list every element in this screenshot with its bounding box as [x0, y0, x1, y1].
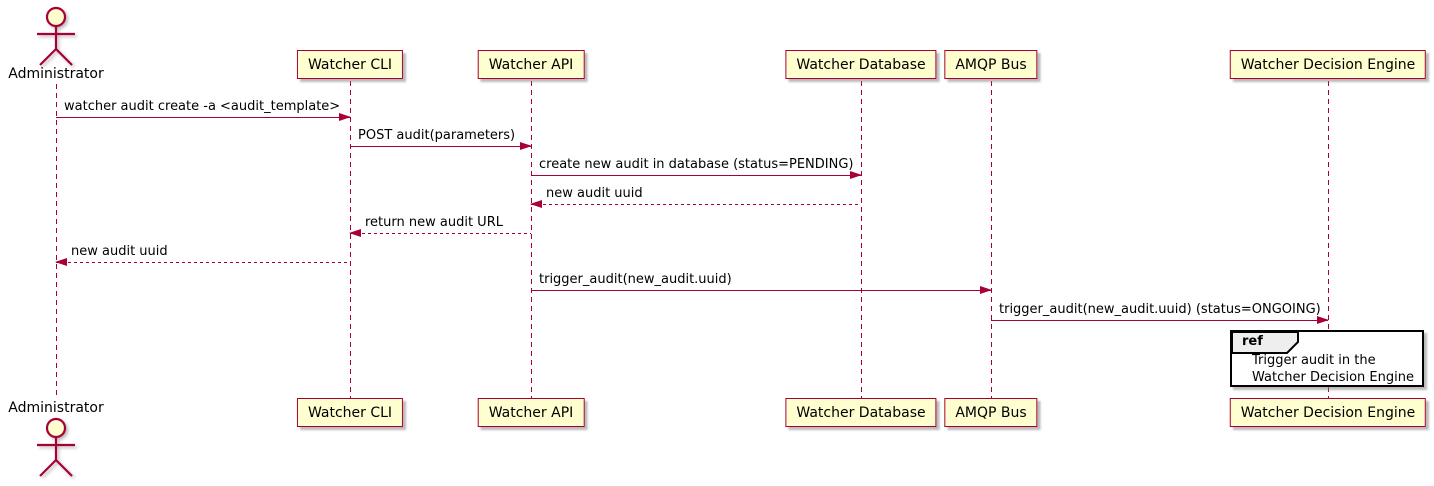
ref-text-line: Trigger audit in the: [1252, 353, 1376, 368]
message-line: [350, 146, 531, 147]
arrowhead-icon: [1317, 316, 1329, 324]
message-post-audit: POST audit(parameters): [350, 128, 532, 150]
lifeline-watcher-cli: [350, 81, 351, 398]
message-label: watcher audit create -a <audit_template>: [64, 99, 341, 114]
arrowhead-icon: [55, 258, 67, 266]
message-line: [56, 262, 350, 263]
ref-text: Trigger audit in the Watcher Decision En…: [1252, 352, 1416, 386]
message-label: trigger_audit(new_audit.uuid): [539, 272, 732, 287]
message-create-audit-db: create new audit in database (status=PEN…: [531, 157, 862, 179]
message-label: create new audit in database (status=PEN…: [539, 157, 854, 172]
message-audit-create: watcher audit create -a <audit_template>: [56, 99, 351, 121]
message-line: [531, 204, 861, 205]
message-label: new audit uuid: [71, 244, 168, 259]
lifeline-watcher-database: [861, 81, 862, 398]
arrowhead-icon: [980, 286, 992, 294]
participant-watcher-api-top: Watcher API: [477, 50, 585, 79]
participant-watcher-decision-engine-bottom: Watcher Decision Engine: [1229, 398, 1427, 427]
actor-label-bottom: Administrator: [8, 400, 104, 416]
message-label: POST audit(parameters): [358, 128, 516, 143]
message-label: new audit uuid: [546, 186, 643, 201]
message-label: return new audit URL: [365, 215, 503, 230]
actor-administrator-top: [0, 4, 112, 70]
message-line: [350, 233, 531, 234]
participant-watcher-api-bottom: Watcher API: [477, 398, 585, 427]
arrowhead-icon: [339, 113, 351, 121]
actor-stick-figure-icon: [37, 417, 75, 477]
message-line: [531, 175, 861, 176]
ref-text-line: Watcher Decision Engine: [1252, 370, 1414, 385]
message-line: [531, 290, 991, 291]
lifeline-amqp-bus: [991, 81, 992, 398]
message-new-audit-uuid-db: new audit uuid: [530, 186, 861, 208]
message-label: trigger_audit(new_audit.uuid) (status=ON…: [999, 302, 1321, 317]
actor-administrator-bottom: [0, 417, 112, 485]
ref-tab-shape: [1231, 331, 1299, 354]
participant-watcher-cli-bottom: Watcher CLI: [296, 398, 404, 427]
message-trigger-audit: trigger_audit(new_audit.uuid): [531, 272, 992, 294]
ref-fragment: ref Trigger audit in the Watcher Decisio…: [1230, 330, 1424, 387]
message-new-audit-uuid-cli: new audit uuid: [55, 244, 350, 266]
message-line: [56, 117, 350, 118]
lifeline-watcher-api: [531, 81, 532, 398]
lifeline-watcher-decision-engine: [1328, 81, 1329, 398]
arrowhead-icon: [530, 200, 542, 208]
actor-stick-figure-icon: [37, 6, 75, 66]
message-trigger-audit-ongoing: trigger_audit(new_audit.uuid) (status=ON…: [991, 302, 1329, 324]
message-line: [991, 320, 1328, 321]
arrowhead-icon: [520, 142, 532, 150]
participant-watcher-cli-top: Watcher CLI: [296, 50, 404, 79]
participant-amqp-bus-bottom: AMQP Bus: [944, 398, 1038, 427]
participant-watcher-decision-engine-top: Watcher Decision Engine: [1229, 50, 1427, 79]
lifeline-administrator: [56, 84, 57, 398]
arrowhead-icon: [349, 229, 361, 237]
message-return-audit-url: return new audit URL: [349, 215, 531, 237]
ref-keyword: ref: [1242, 334, 1263, 349]
participant-watcher-database-top: Watcher Database: [785, 50, 937, 79]
arrowhead-icon: [850, 171, 862, 179]
participant-watcher-database-bottom: Watcher Database: [785, 398, 937, 427]
actor-label-top: Administrator: [8, 66, 104, 82]
participant-amqp-bus-top: AMQP Bus: [944, 50, 1038, 79]
